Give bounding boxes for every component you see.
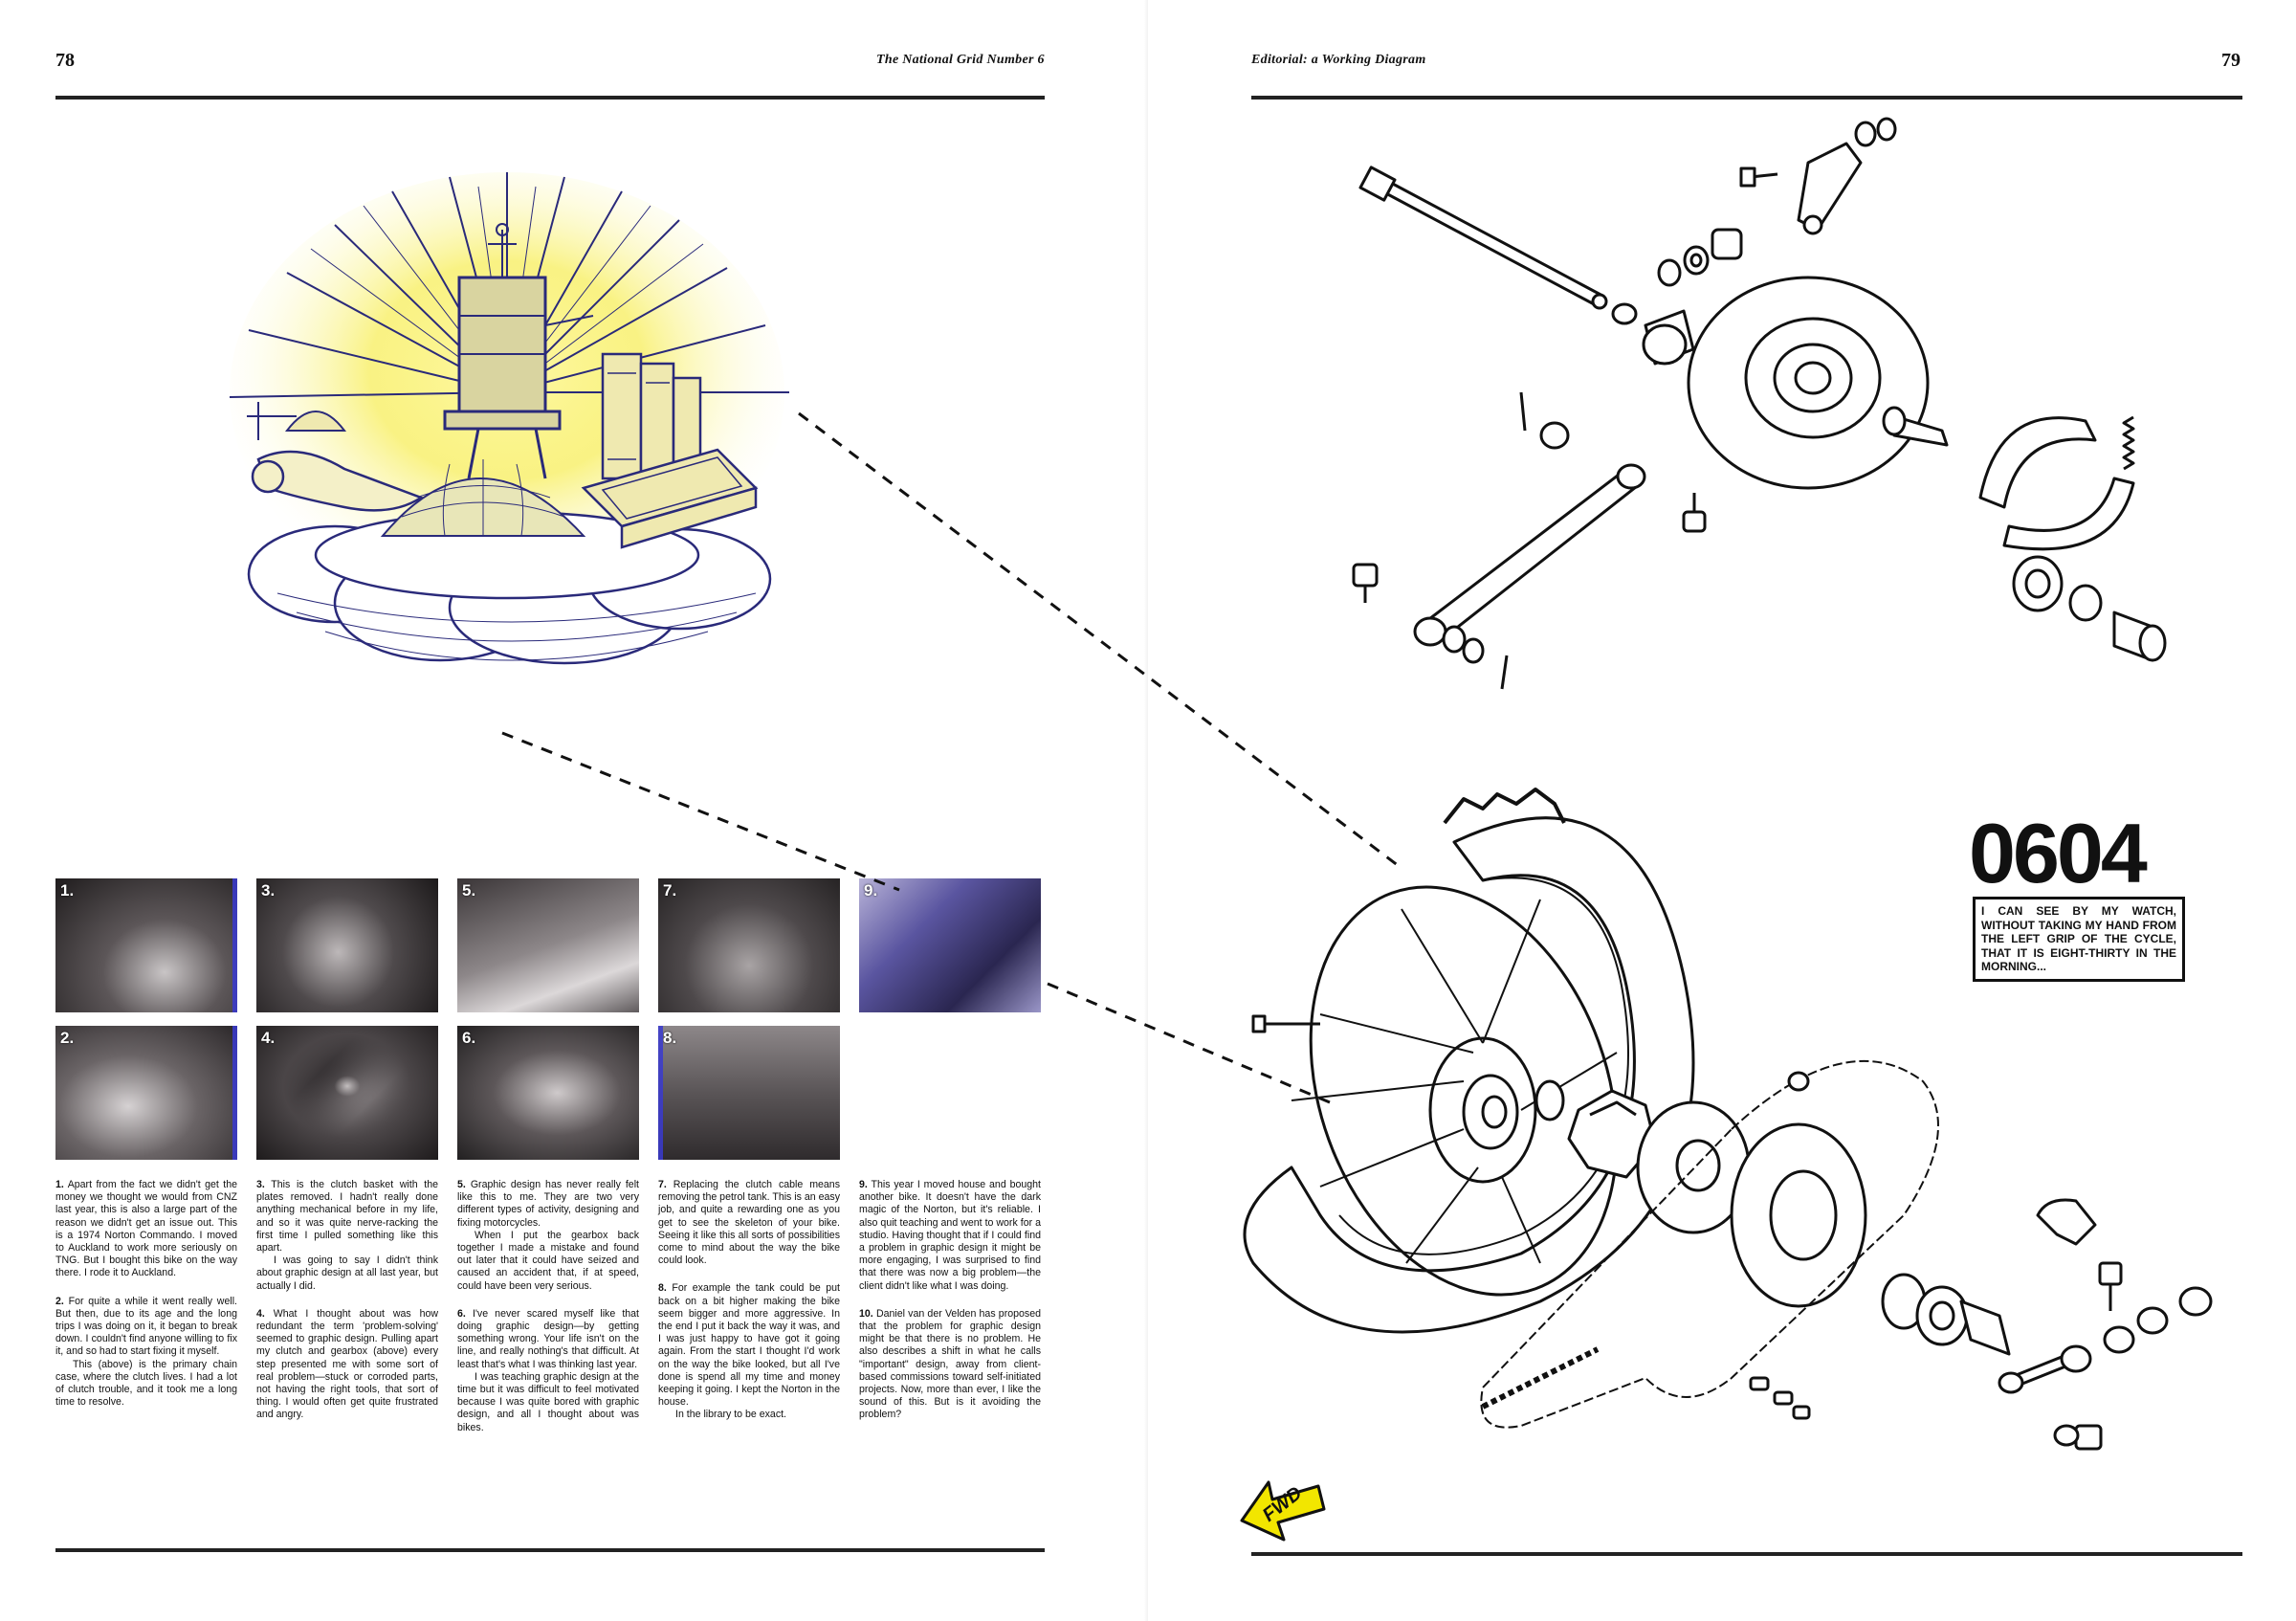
left-bottom-rule [55, 1548, 1045, 1552]
paragraph: This (above) is the primary chain case, … [55, 1358, 237, 1409]
right-bottom-rule [1251, 1552, 2242, 1556]
photo-1: 1. [55, 878, 237, 1012]
photo-label: 6. [462, 1029, 476, 1047]
feature-code: 0604 [1969, 806, 2148, 900]
photo-3: 3. [256, 878, 438, 1012]
photo-5: 5. [457, 878, 639, 1012]
paragraph: 7. Replacing the clutch cable means remo… [658, 1179, 840, 1267]
paragraph: In the library to be exact. [675, 1409, 787, 1421]
paragraph: 5. Graphic design has never really felt … [457, 1179, 639, 1229]
feature-caption-box: I can see by my watch, without taking my… [1973, 897, 2185, 982]
printing-press-engraving [229, 172, 789, 665]
photo-8: 8. [658, 1026, 840, 1160]
paragraph: 3. This is the clutch basket with the pl… [256, 1179, 438, 1255]
paragraph: 6. I've never scared myself like that do… [457, 1307, 639, 1370]
paragraph: 10. Daniel van der Velden has proposed t… [859, 1307, 1041, 1421]
photo-edge [232, 878, 237, 1012]
left-page: 78 The National Grid Number 6 [55, 50, 1045, 1552]
exploded-brake-diagram [1352, 117, 2167, 690]
photo-label: 9. [864, 881, 878, 899]
paragraph: 8. For example the tank could be put bac… [658, 1282, 840, 1409]
paragraph: 4. What I thought about was how redundan… [256, 1307, 439, 1421]
paragraph: When I put the gearbox back together I m… [457, 1229, 639, 1292]
photo-label: 2. [60, 1029, 75, 1047]
paragraph: 9. This year I moved house and bought an… [859, 1179, 1041, 1292]
text-column-3: 5. Graphic design has never really felt … [457, 1179, 639, 1434]
text-column-1: 1. Apart from the fact we didn't get the… [55, 1179, 237, 1409]
photo-label: 8. [663, 1029, 677, 1047]
photo-6: 6. [457, 1026, 639, 1160]
photo-label: 4. [261, 1029, 276, 1047]
photo-label: 3. [261, 881, 276, 899]
paragraph: 1. Apart from the fact we didn't get the… [55, 1179, 238, 1279]
right-running-head: Editorial: a Working Diagram [1251, 53, 1426, 67]
right-top-rule [1251, 96, 2242, 100]
feature-caption: I can see by my watch, without taking my… [1981, 904, 2176, 973]
photo-7: 7. [658, 878, 840, 1012]
right-folio: 79 [2221, 50, 2241, 71]
photo-edge [658, 1026, 663, 1160]
photo-label: 7. [663, 881, 677, 899]
text-column-2: 3. This is the clutch basket with the pl… [256, 1179, 438, 1422]
left-top-rule [55, 96, 1045, 100]
paragraph: I was teaching graphic design at the tim… [457, 1370, 639, 1433]
photo-label: 5. [462, 881, 476, 899]
photo-label: 1. [60, 881, 75, 899]
photo-9: 9. [859, 878, 1041, 1012]
photo-4: 4. [256, 1026, 438, 1160]
photo-2: 2. [55, 1026, 237, 1160]
paragraph: I was going to say I didn't think about … [256, 1255, 438, 1292]
exploded-wheel-diagram [1243, 788, 2213, 1451]
left-folio: 78 [55, 50, 75, 71]
text-column-5: 9. This year I moved house and bought an… [859, 1179, 1041, 1422]
paragraph: 2. For quite a while it went really well… [55, 1295, 237, 1358]
fwd-arrow-icon [1240, 1480, 1326, 1542]
text-column-4: 7. Replacing the clutch cable means remo… [658, 1179, 840, 1422]
left-running-head: The National Grid Number 6 [876, 53, 1045, 67]
photo-edge [232, 1026, 237, 1160]
